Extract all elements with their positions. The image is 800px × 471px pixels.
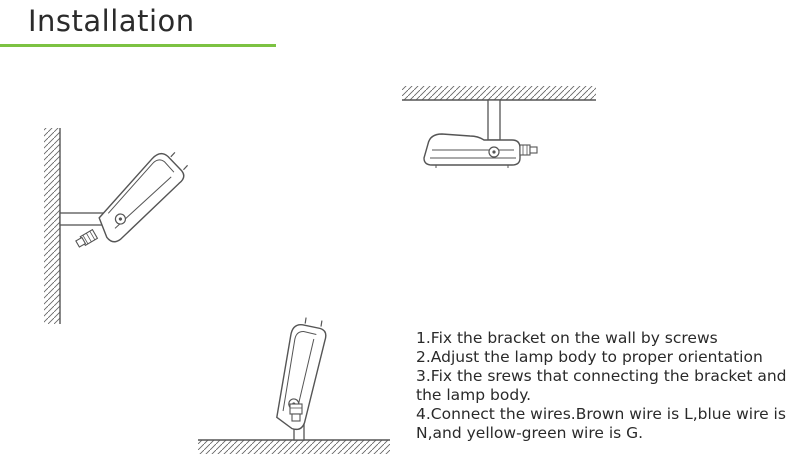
ceiling-bracket-rod xyxy=(487,99,501,141)
ceiling-mount-illustration xyxy=(402,86,596,168)
installation-steps: 1.Fix the bracket on the wall by screws … xyxy=(416,329,796,443)
ground-cable-gland xyxy=(289,403,303,422)
step-3: 3.Fix the srews that connecting the brac… xyxy=(416,367,787,404)
wall-surface xyxy=(44,128,60,324)
ground-mount-illustration xyxy=(198,317,390,454)
ceiling-lamp-body xyxy=(423,133,521,168)
wall-cable-gland xyxy=(75,228,99,248)
wall-lamp-body xyxy=(98,151,189,243)
ceiling-surface xyxy=(402,86,596,100)
page-title: Installation xyxy=(28,4,195,38)
step-2: 2.Adjust the lamp body to proper orienta… xyxy=(416,348,763,366)
ceiling-cable-gland xyxy=(519,144,538,156)
step-4: 4.Connect the wires.Brown wire is L,blue… xyxy=(416,405,786,442)
title-underline xyxy=(0,44,276,47)
step-1: 1.Fix the bracket on the wall by screws xyxy=(416,329,718,347)
wall-bracket-arm xyxy=(59,212,105,226)
ground-surface xyxy=(198,440,390,454)
wall-mount-illustration xyxy=(44,128,189,324)
